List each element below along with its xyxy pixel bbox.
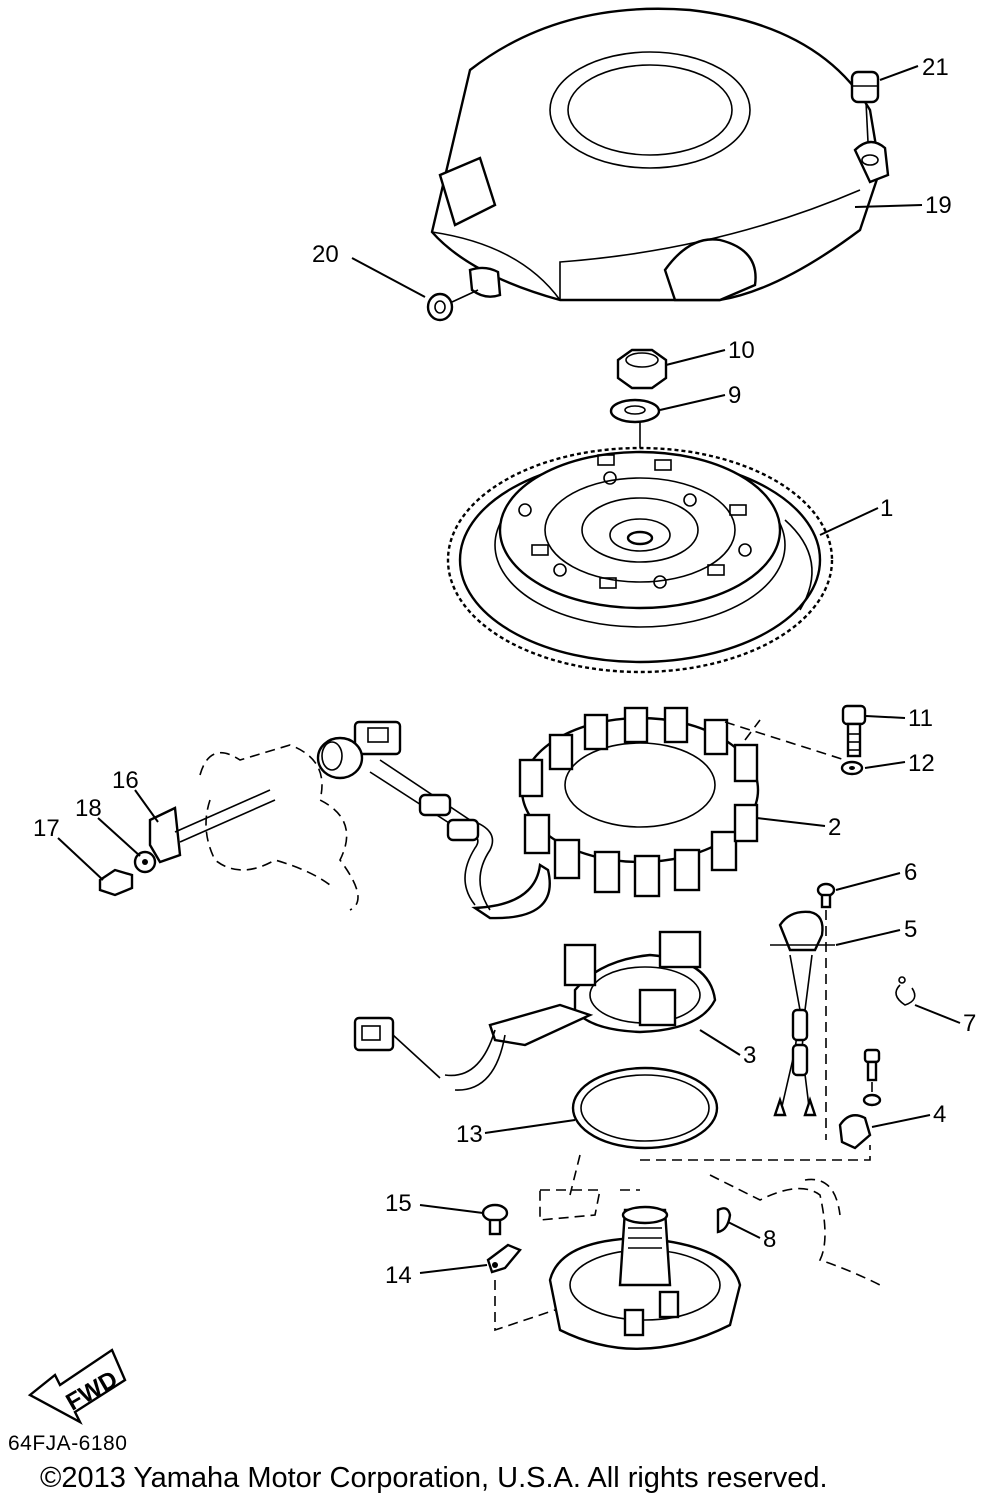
callout-17: 17 [33, 815, 60, 842]
callout-20: 20 [312, 241, 339, 268]
part-washer-12 [840, 760, 864, 776]
part-key-8 [716, 1207, 732, 1234]
copyright-notice: ©2013 Yamaha Motor Corporation, U.S.A. A… [40, 1462, 828, 1494]
callout-18: 18 [75, 795, 102, 822]
callout-21: 21 [922, 54, 949, 81]
part-screw-6 [816, 882, 836, 909]
callout-11: 11 [908, 705, 933, 732]
callout-7: 7 [963, 1010, 976, 1037]
part-washer-9 [609, 398, 661, 424]
callout-4: 4 [933, 1101, 946, 1128]
engine-outline-left [199, 744, 359, 911]
callout-5: 5 [904, 916, 917, 943]
engine-outline-lower [494, 1145, 881, 1332]
part-stator-harness [316, 720, 494, 911]
part-screw-15 [481, 1203, 509, 1236]
part-nut-10 [616, 348, 668, 390]
part-clamp-4 [838, 1048, 882, 1150]
part-grommet-20 [426, 289, 479, 322]
leader-stator-bolt [724, 721, 846, 761]
diagram-code: 64FJA-6180 [8, 1432, 128, 1455]
callout-labels: 21 19 20 10 9 1 11 12 2 6 5 7 3 4 13 8 1… [33, 54, 976, 1289]
callout-10: 10 [728, 337, 755, 364]
part-pulser-coil [353, 930, 717, 1091]
fwd-arrow-icon: FWD [27, 1348, 127, 1425]
callout-12: 12 [908, 750, 935, 777]
leader-stator-clamp [744, 719, 761, 741]
part-clip-7 [895, 976, 916, 1006]
callout-3: 3 [743, 1042, 756, 1069]
callout-14: 14 [385, 1262, 412, 1289]
callout-19: 19 [925, 192, 952, 219]
callout-6: 6 [904, 859, 917, 886]
part-washer-18 [133, 850, 157, 874]
callout-9: 9 [728, 382, 741, 409]
part-stator [471, 706, 760, 920]
callout-15: 15 [385, 1190, 412, 1217]
part-clamp-16 [148, 789, 276, 864]
part-lower-base [548, 1205, 742, 1350]
part-flywheel [446, 446, 834, 674]
part-ring-13 [571, 1066, 719, 1150]
part-bolt-17 [98, 868, 134, 897]
callout-16: 16 [112, 767, 139, 794]
part-bolt-11 [841, 704, 867, 758]
callout-2: 2 [828, 814, 841, 841]
part-bracket-14 [486, 1243, 522, 1274]
callout-leaders [57, 65, 961, 1274]
part-lead-clamp-5 [770, 910, 835, 1117]
callout-1: 1 [880, 495, 893, 522]
part-grommet-21 [850, 70, 880, 143]
callout-13: 13 [456, 1121, 483, 1148]
part-flywheel-cover [430, 7, 890, 302]
callout-8: 8 [763, 1226, 776, 1253]
